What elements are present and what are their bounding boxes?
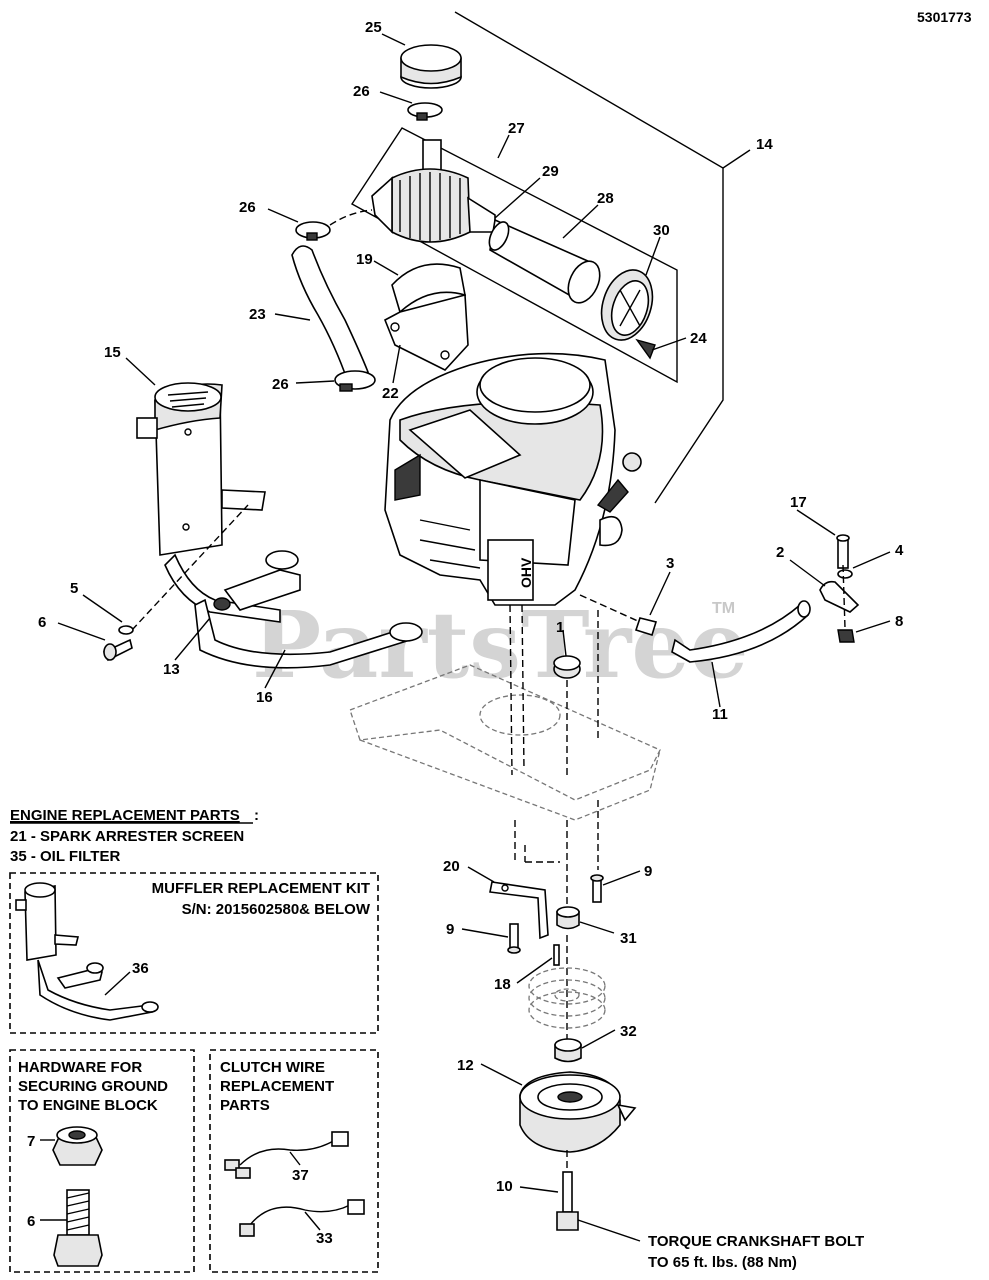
clutch-wire-37-part — [224, 1131, 349, 1179]
exhaust-pipe-part — [164, 550, 423, 669]
hex-bolt-part — [53, 1189, 103, 1267]
fuel-line-part — [579, 594, 811, 663]
muffler-kit-box: MUFFLER REPLACEMENT KIT S/N: 2015602580&… — [9, 872, 379, 1034]
air-cleaner-bracket-outline — [350, 11, 751, 504]
callout-6: 6 — [38, 614, 46, 631]
pulley-spacer-part — [554, 1038, 582, 1063]
clutch-line-3: PARTS — [220, 1097, 270, 1114]
partstree-watermark: PartsTree — [252, 591, 748, 699]
callout-29: 29 — [542, 163, 559, 180]
callout-4: 4 — [895, 542, 904, 559]
electric-clutch-part — [519, 1071, 637, 1153]
callout-3: 3 — [666, 555, 674, 572]
ground-bracket-part — [489, 881, 549, 940]
hardware-box: HARDWARE FOR SECURING GROUND TO ENGINE B… — [9, 1049, 195, 1273]
engine-parts-item-35: 35 - OIL FILTER — [10, 848, 120, 865]
callout-36: 36 — [132, 960, 149, 977]
engine-parts-item-21: 21 - SPARK ARRESTER SCREEN — [10, 828, 244, 845]
clutch-axis-lines — [514, 800, 599, 1040]
air-cleaner-body-part — [371, 139, 496, 243]
callout-23: 23 — [249, 306, 266, 323]
line-clamp-part — [819, 534, 860, 643]
flange-nut-part — [52, 1126, 103, 1166]
air-filter-element-part — [488, 218, 601, 304]
torque-note-line-1: TORQUE CRANKSHAFT BOLT — [648, 1233, 864, 1250]
torque-note: TORQUE CRANKSHAFT BOLT TO 65 ft. lbs. (8… — [648, 1233, 864, 1271]
callout-5: 5 — [70, 580, 78, 597]
torque-note-line-2: TO 65 ft. lbs. (88 Nm) — [648, 1254, 797, 1271]
engine-parts-heading: ENGINE REPLACEMENT PARTS — [10, 807, 240, 824]
clutch-spacer-part — [556, 906, 580, 930]
callout-16: 16 — [256, 689, 273, 706]
callout-labels: 25 26 27 29 28 14 30 24 26 19 23 15 26 2… — [38, 19, 904, 1195]
callout-14: 14 — [756, 136, 773, 153]
pulley-outline — [528, 967, 606, 1029]
engine-part: OHV — [384, 352, 642, 606]
clutch-wire-box: CLUTCH WIRE REPLACEMENT PARTS 37 33 — [209, 1049, 379, 1273]
document-number: 5301773 — [917, 9, 972, 25]
callout-28: 28 — [597, 190, 614, 207]
engine-parts-heading-colon: : — [254, 807, 259, 824]
callout-9: 9 — [644, 863, 652, 880]
clutch-wire-33-part — [239, 1199, 365, 1237]
muffler-kit-serial: S/N: 2015602580& BELOW — [182, 901, 371, 918]
hardware-line-1: HARDWARE FOR — [18, 1059, 142, 1076]
callout-27: 27 — [508, 120, 525, 137]
callout-7: 7 — [27, 1133, 35, 1150]
hardware-line-3: TO ENGINE BLOCK — [18, 1097, 158, 1114]
callout-6b: 6 — [27, 1213, 35, 1230]
clutch-line-1: CLUTCH WIRE — [220, 1059, 325, 1076]
callout-1: 1 — [556, 619, 564, 636]
mounting-plate-outline — [349, 664, 661, 821]
callout-13: 13 — [163, 661, 180, 678]
callout-22: 22 — [382, 385, 399, 402]
callout-17: 17 — [790, 494, 807, 511]
callout-12: 12 — [457, 1057, 474, 1074]
engine-replacement-parts-note: ENGINE REPLACEMENT PARTS : 21 - SPARK AR… — [10, 807, 259, 865]
callout-19: 19 — [356, 251, 373, 268]
air-cleaner-support-part — [383, 263, 469, 371]
callout-30: 30 — [653, 222, 670, 239]
callout-24: 24 — [690, 330, 707, 347]
muffler-part — [136, 382, 266, 556]
exhaust-bolt-part — [102, 504, 249, 662]
intake-hose-part — [291, 209, 376, 392]
callout-26b: 26 — [239, 199, 256, 216]
callout-37: 37 — [292, 1167, 309, 1184]
callout-20: 20 — [443, 858, 460, 875]
callout-18: 18 — [494, 976, 511, 993]
callout-15: 15 — [104, 344, 121, 361]
callout-33: 33 — [316, 1230, 333, 1247]
callout-25: 25 — [365, 19, 382, 36]
vacuator-valve-part — [635, 338, 656, 360]
callout-8: 8 — [895, 613, 903, 630]
clutch-line-2: REPLACEMENT — [220, 1078, 334, 1095]
filter-cover-part — [600, 269, 654, 341]
callout-32: 32 — [620, 1023, 637, 1040]
callout-26: 26 — [353, 83, 370, 100]
key-part — [553, 944, 560, 966]
watermark-trademark: TM — [712, 600, 735, 617]
leader-lines — [57, 33, 891, 1242]
bolt-part — [507, 874, 604, 954]
callout-9b: 9 — [446, 921, 454, 938]
muffler-kit-illustration — [15, 882, 159, 1021]
hardware-line-2: SECURING GROUND — [18, 1078, 168, 1095]
callout-2: 2 — [776, 544, 784, 561]
air-cleaner-cap-part — [400, 44, 462, 89]
callout-26c: 26 — [272, 376, 289, 393]
spacer-part — [509, 604, 599, 776]
hose-clamp-top-part — [407, 102, 443, 121]
callout-10: 10 — [496, 1178, 513, 1195]
engine-ohv-label: OHV — [518, 557, 534, 588]
callout-31: 31 — [620, 930, 637, 947]
crankshaft-bolt-part — [556, 1150, 579, 1231]
callout-11: 11 — [712, 706, 728, 723]
muffler-kit-title: MUFFLER REPLACEMENT KIT — [152, 880, 370, 897]
